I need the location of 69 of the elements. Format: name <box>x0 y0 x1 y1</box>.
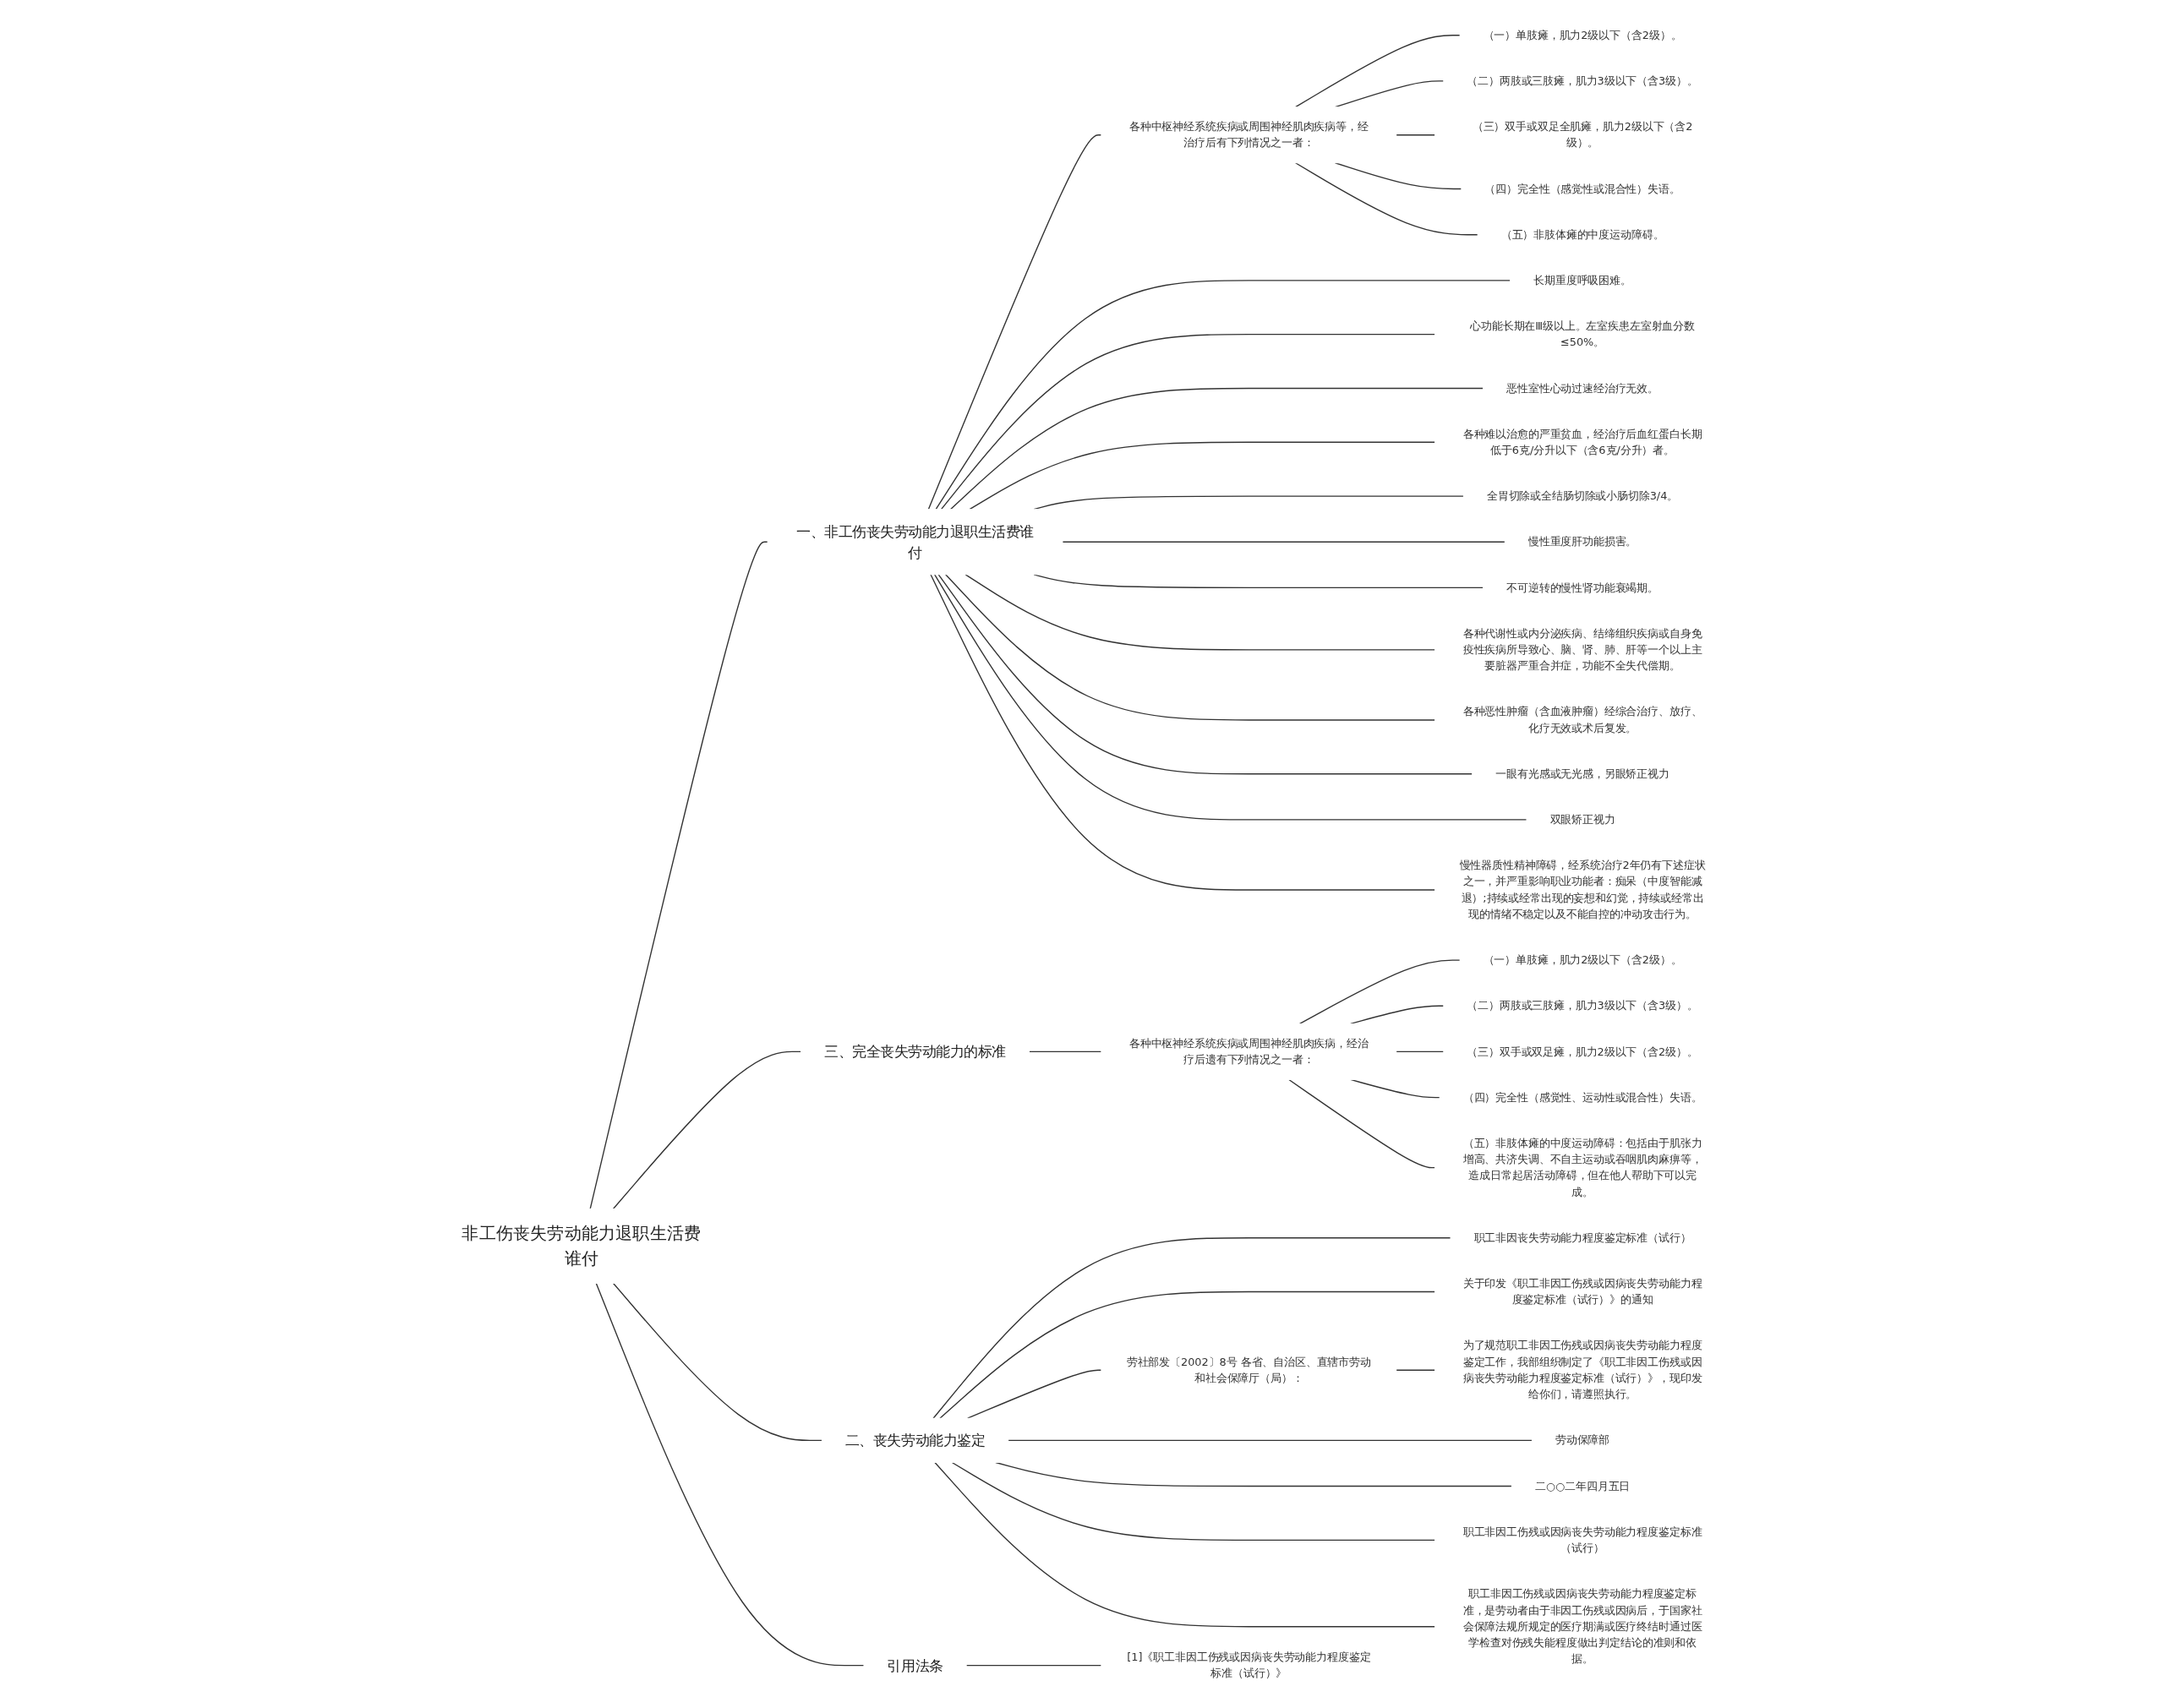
node-text: 心功能长期在Ⅲ级以上。左室疾患左室射血分数≤50%。 <box>1470 319 1696 348</box>
connector <box>1396 1050 1445 1052</box>
connector <box>934 1461 1436 1627</box>
connector <box>940 333 1436 510</box>
connector <box>965 1664 1102 1666</box>
node-text: [1]《职工非因工伤残或因病丧失劳动能力程度鉴定标准（试行）》 <box>1127 1650 1371 1679</box>
node-text: 各种中枢神经系统疾病或周围神经肌肉疾病，经治疗后遗有下列情况之一者： <box>1129 1036 1369 1066</box>
node-text: 职工非因工伤残或因病丧失劳动能力程度鉴定标准（试行） <box>1462 1525 1702 1554</box>
connector <box>932 1236 1451 1419</box>
connector <box>1288 1078 1436 1168</box>
connector <box>595 1282 865 1666</box>
node-text: 长期重度呼吸困难。 <box>1533 273 1631 286</box>
connector <box>1008 1439 1533 1441</box>
node-text: （四）完全性（感觉性、运动性或混合性）失语。 <box>1462 1090 1702 1103</box>
connector <box>969 441 1436 510</box>
node-text: 关于印发《职工非因工伤残或因病丧失劳动能力程度鉴定标准（试行）》的通知 <box>1462 1276 1702 1306</box>
connector <box>613 1282 823 1441</box>
connector <box>945 573 1436 721</box>
node-text: 职工非因工伤残或因病丧失劳动能力程度鉴定标准，是劳动者由于非因工伤残或因病后，于国家社会保障法规所规定的医疗期满或医疗终结时通过医学检查对伤残失能程度做出判定结论的准则和依据。 <box>1462 1586 1702 1665</box>
connector <box>1295 161 1478 235</box>
connector <box>1334 161 1462 189</box>
node-text: 各种恶性肿瘤（含血液肿瘤）经综合治疗、放疗、化疗无效或术后复发。 <box>1462 705 1702 734</box>
connector <box>935 279 1511 510</box>
connector <box>1350 1078 1440 1098</box>
node-text: （五）非肢体瘫的中度运动障碍：包括由于肌张力增高、共济失调、不自主运动或吞咽肌肉麻痹等，造成日常起居活动障碍，但在他人帮助下可以完成。 <box>1462 1136 1702 1198</box>
node-text: 为了规范职工非因工伤残或因病丧失劳动能力程度鉴定工作，我部组织制定了《职工非因工伤残或因病丧失劳动能力程度鉴定标准（试行）》，现印发给你们，请遵照执行。 <box>1462 1339 1702 1400</box>
node-text: （二）两肢或三肢瘫，肌力3级以下（含3级）。 <box>1467 74 1698 87</box>
node-text: （三）双手或双足瘫，肌力2级以下（含2级）。 <box>1467 1045 1698 1057</box>
node-text: 恶性室性心动过速经治疗无效。 <box>1506 381 1659 394</box>
node-text: 三、完全丧失劳动能力的标准 <box>824 1043 1007 1060</box>
connector <box>589 541 768 1209</box>
node-text: 劳动保障部 <box>1555 1433 1610 1446</box>
node-text: （一）单肢瘫，肌力2级以下（含2级）。 <box>1483 952 1682 966</box>
connector <box>937 573 1473 774</box>
connector <box>1396 134 1436 135</box>
node-text: 引用法条 <box>887 1656 943 1673</box>
node-text: （五）非肢体瘫的中度运动障碍。 <box>1500 227 1664 241</box>
node-text: 双眼矫正视力 <box>1549 812 1615 826</box>
connector <box>1028 1050 1102 1052</box>
node-text: 一、非工伤丧失劳动能力退职生活费谁付 <box>796 522 1035 560</box>
node-text: 劳社部发〔2002〕8号 各省、自治区、直辖市劳动和社会保障厅（局）： <box>1126 1355 1371 1384</box>
connector <box>927 134 1102 510</box>
connector <box>949 387 1484 510</box>
connector <box>965 573 1436 651</box>
node-text: 非工伤丧失劳动能力退职生活费谁付 <box>462 1223 702 1269</box>
connector <box>1295 34 1461 107</box>
node-text: （一）单肢瘫，肌力2级以下（含2级）。 <box>1483 28 1682 41</box>
node-text: 二○○二年四月五日 <box>1534 1479 1631 1492</box>
connector <box>939 1291 1436 1419</box>
connector <box>1396 1369 1436 1371</box>
connector <box>613 1050 802 1209</box>
node-text: （四）完全性（感觉性或混合性）失语。 <box>1484 182 1680 194</box>
node-text: 慢性重度肝功能损害。 <box>1527 534 1637 548</box>
node-text: 不可逆转的慢性肾功能衰竭期。 <box>1506 581 1659 593</box>
node-text: 二、丧失劳动能力鉴定 <box>844 1432 986 1449</box>
node-text: 慢性器质性精神障碍，经系统治疗2年仍有下述症状之一，并严重影响职业功能者：痴呆（中度智能减退）;持续或经常出现的妄想和幻觉，持续或经常出现的情绪不稳定以及不能自控的冲动攻击行为。 <box>1459 858 1706 920</box>
node-text: （二）两肢或三肢瘫，肌力3级以下（含3级）。 <box>1467 998 1698 1012</box>
node-text: 一眼有光感或无光感，另眼矫正视力 <box>1495 767 1669 780</box>
node-text: 各种代谢性或内分泌疾病、结缔组织疾病或自身免疫性疾病所导致心、脑、肾、肺、肝等一个以上主要脏器严重合并症，功能不全失代偿期。 <box>1462 626 1702 672</box>
node-text: 各种难以治愈的严重贫血，经治疗后血红蛋白长期低于6克/分升以下（含6克/分升）者。 <box>1462 427 1702 456</box>
connector <box>1062 541 1506 543</box>
node-text: 各种中枢神经系统疾病或周围神经肌肉疾病等，经治疗后有下列情况之一者： <box>1129 119 1369 149</box>
connector <box>1033 573 1484 588</box>
node-text: （三）双手或双足全肌瘫，肌力2级以下（含2级）。 <box>1472 119 1693 149</box>
connector <box>951 1461 1436 1541</box>
node-text: 全胃切除或全结肠切除或小肠切除3/4。 <box>1486 488 1679 502</box>
connector <box>934 573 1527 821</box>
connector <box>930 573 1436 891</box>
node-text: 职工非因丧失劳动能力程度鉴定标准（试行） <box>1473 1231 1691 1244</box>
